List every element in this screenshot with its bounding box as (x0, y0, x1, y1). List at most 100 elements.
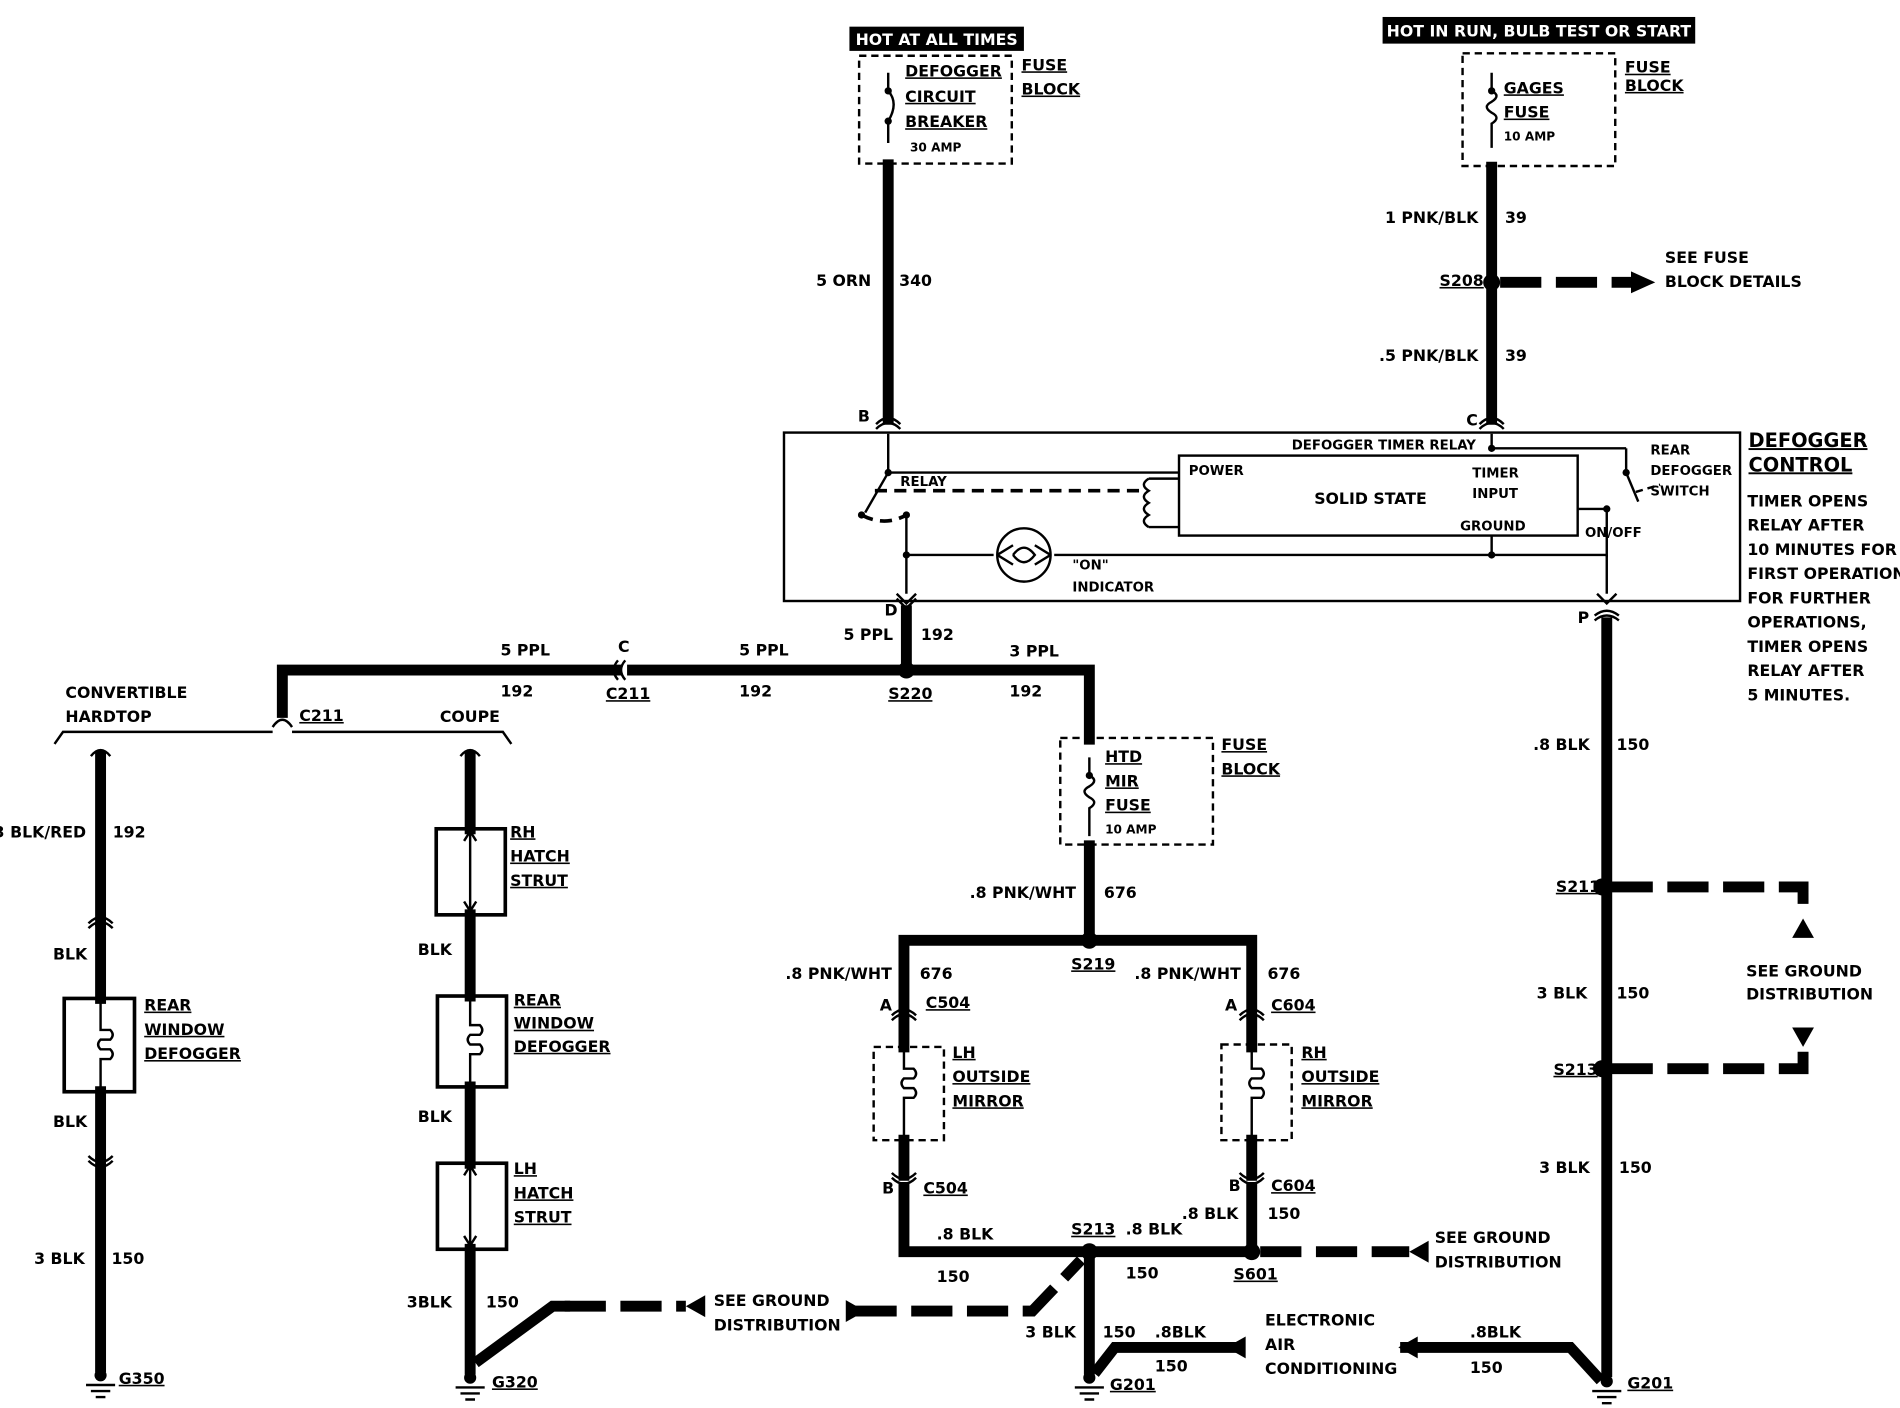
cb-name-3: BREAKER (905, 112, 987, 131)
svg-text:B: B (1229, 1176, 1241, 1195)
blk8-m-ckt: 150 (1126, 1263, 1159, 1282)
gages-fuse-block: GAGES FUSE 10 AMP FUSE BLOCK (1461, 52, 1684, 168)
svg-text:RH: RH (1301, 1043, 1326, 1062)
svg-text:RH: RH (510, 822, 535, 841)
pin-b-label: B (858, 407, 870, 426)
svg-text:DEFOGGER: DEFOGGER (514, 1037, 611, 1056)
see-ground-3a: SEE GROUND (1435, 1228, 1551, 1247)
pin-p-icon (1596, 592, 1618, 606)
s220-label: S220 (888, 684, 932, 703)
cb-rating: 30 AMP (910, 140, 961, 154)
blk3-gnd-ckt: 150 (111, 1249, 144, 1268)
ppl5b-ckt: 192 (739, 682, 772, 701)
option-bracket (53, 730, 513, 745)
orn-ckt: 340 (899, 271, 932, 290)
defogger-control-title-1: DEFOGGER (1749, 429, 1868, 452)
htd-name-1: HTD (1105, 747, 1142, 766)
s601-label: S601 (1234, 1265, 1278, 1284)
blk8-eac2-label: .8BLK (1470, 1323, 1522, 1342)
see-ground-arrow-icon-1a (1792, 918, 1814, 938)
ppl5a-label: 5 PPL (500, 641, 550, 660)
g350-label: G350 (119, 1369, 165, 1388)
c211-label-a: C211 (299, 706, 343, 725)
blk3-gnd-label: 3 BLK (34, 1249, 85, 1268)
svg-text:LH: LH (514, 1159, 537, 1178)
blkred-label: 3 BLK/RED (0, 822, 86, 841)
ppl5d-label: 5 PPL (843, 625, 893, 644)
splice-s208 (1483, 273, 1501, 291)
control-note-3: 10 MINUTES FOR (1747, 540, 1897, 559)
c211-label-b: C211 (606, 684, 650, 703)
svg-text:C504: C504 (923, 1179, 967, 1198)
htd-name-3: FUSE (1105, 796, 1151, 815)
blk8-eac-label: .8BLK (1155, 1323, 1207, 1342)
blk8-l-label: .8 BLK (937, 1225, 994, 1244)
see-ground-1b: DISTRIBUTION (1746, 985, 1873, 1004)
pnkwht-l-ckt: 676 (920, 964, 953, 983)
hot-in-run-text: HOT IN RUN, BULB TEST OR START (1387, 21, 1692, 40)
blk3-g201-ckt: 150 (1103, 1323, 1136, 1342)
blk3-213-label: 3 BLK (1539, 1158, 1590, 1177)
rear-switch-3: SWITCH (1650, 485, 1709, 500)
eac-2: AIR (1265, 1335, 1295, 1354)
gages-block-label: BLOCK (1625, 76, 1684, 95)
pnkwht-ckt: 676 (1104, 883, 1137, 902)
blk-label-3: BLK (418, 940, 453, 959)
power-label: POWER (1189, 464, 1244, 479)
pnkwht-label: .8 PNK/WHT (970, 883, 1077, 902)
defogger-control-module: DEFOGGER TIMER RELAY RELAY POWER SOLID S… (782, 431, 1742, 603)
see-fuse-text-2: BLOCK DETAILS (1665, 272, 1802, 291)
svg-text:A: A (1225, 996, 1238, 1015)
wire-mirror-ground (898, 1182, 1258, 1258)
see-ground-arrow-line-2 (855, 1256, 1085, 1317)
see-ground-arrow-icon-3 (1409, 1240, 1429, 1263)
svg-text:STRUT: STRUT (510, 871, 568, 890)
blk-p-label: .8 BLK (1533, 735, 1590, 754)
ppl3-label: 3 PPL (1009, 642, 1059, 661)
gages-name-2: FUSE (1504, 103, 1550, 122)
control-note-6: OPERATIONS, (1747, 613, 1866, 632)
blk3-g201-label: 3 BLK (1025, 1323, 1076, 1342)
svg-text:C604: C604 (1271, 1176, 1315, 1195)
pnkwht-r-ckt: 676 (1267, 964, 1300, 983)
coupe-label: COUPE (440, 707, 500, 726)
splice-s601 (1243, 1243, 1261, 1261)
c211-pin-label: C (618, 637, 630, 656)
svg-text:MIRROR: MIRROR (1301, 1091, 1372, 1110)
timer-input-2: INPUT (1472, 487, 1519, 502)
on-off-label: ON/OFF (1585, 526, 1642, 541)
rear-switch-2: DEFOGGER (1650, 464, 1732, 479)
cb-name-2: CIRCUIT (905, 87, 976, 106)
indicator-2: INDICATOR (1072, 580, 1154, 595)
control-note-8: RELAY AFTER (1747, 661, 1864, 680)
svg-text:OUTSIDE: OUTSIDE (1301, 1067, 1379, 1086)
rear-switch-1: REAR (1650, 443, 1690, 458)
rh-hatch-strut: RH HATCH STRUT (434, 822, 570, 917)
pnkwht-l-label: .8 PNK/WHT (785, 964, 892, 983)
eac-arrow-right-icon (1398, 1336, 1418, 1359)
blk3-211-ckt: 150 (1616, 983, 1649, 1002)
svg-text:HATCH: HATCH (514, 1183, 574, 1202)
timer-input-1: TIMER (1472, 466, 1519, 481)
lh-outside-mirror: A C504 B C504 LH OUTSIDE MIRROR (872, 993, 1030, 1198)
pnkblk1-ckt: 39 (1505, 208, 1527, 227)
see-ground-4b: DISTRIBUTION (714, 1315, 841, 1334)
svg-text:C504: C504 (926, 993, 970, 1012)
pnkwht-r-label: .8 PNK/WHT (1134, 964, 1241, 983)
relay-label: RELAY (900, 475, 947, 490)
eac-1: ELECTRONIC (1265, 1311, 1375, 1330)
hot-in-run-header (1382, 16, 1696, 44)
control-note-1: TIMER OPENS (1747, 491, 1868, 510)
see-ground-1a: SEE GROUND (1746, 962, 1862, 981)
hardtop-label: HARDTOP (65, 707, 151, 726)
ground-g350-icon (86, 1369, 116, 1399)
blk-label-2: BLK (53, 1112, 88, 1131)
blk-p-ckt: 150 (1616, 735, 1649, 754)
pnkblk1-label: 1 PNK/BLK (1385, 208, 1479, 227)
rear-window-defogger-convertible: REAR WINDOW DEFOGGER (62, 996, 241, 1094)
svg-text:C604: C604 (1271, 996, 1315, 1015)
blk8-r-label: .8 BLK (1182, 1204, 1239, 1223)
cb-fuse-label: FUSE (1021, 55, 1067, 74)
control-note-9: 5 MINUTES. (1747, 685, 1850, 704)
see-ground-arrow-icon-2 (845, 1300, 866, 1322)
